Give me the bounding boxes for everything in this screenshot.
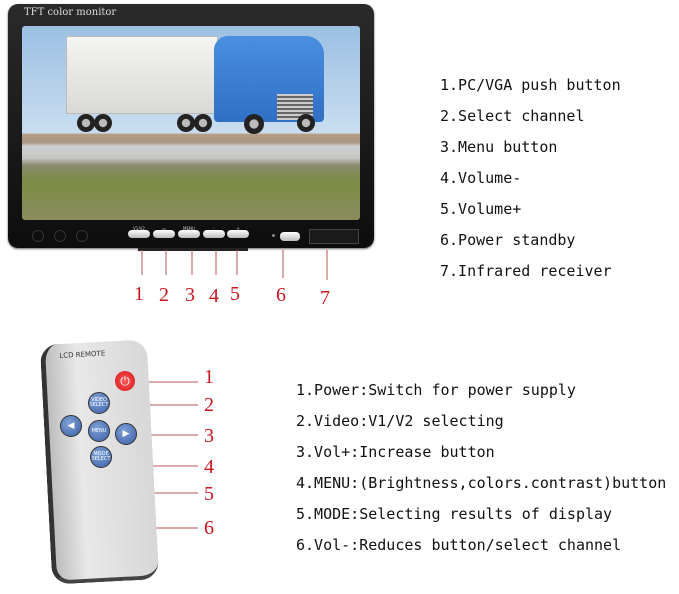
- callout-3: 3: [185, 284, 195, 306]
- button-label: MENU: [183, 226, 195, 231]
- monitor-stand: [138, 248, 248, 251]
- feature-item: 4.Volume-: [440, 169, 522, 187]
- left-arrow-icon: ◀: [67, 420, 75, 431]
- volume-down-button[interactable]: -: [203, 226, 225, 238]
- feature-item: 1.Power:Switch for power supply: [296, 381, 576, 399]
- wheel: [94, 114, 112, 132]
- wheel: [177, 114, 195, 132]
- select-channel-button[interactable]: ▭: [153, 226, 175, 238]
- feature-item: 3.Vol+:Increase button: [296, 443, 495, 461]
- button-label: MODE SELECT: [91, 451, 111, 462]
- callout-6: 6: [276, 284, 286, 306]
- remote-label: LCD REMOTE: [59, 349, 106, 360]
- remote-feature-list: 1.Power:Switch for power supply 2.Video:…: [296, 375, 666, 561]
- button-label: -: [213, 226, 215, 231]
- infrared-receiver: [309, 229, 359, 244]
- feature-item: 1.PC/VGA push button: [440, 76, 621, 94]
- remote-callout-3: 3: [204, 425, 214, 447]
- mode-select-button[interactable]: MODE SELECT: [90, 446, 112, 468]
- volume-up-button[interactable]: +: [227, 226, 249, 238]
- speaker-hole: [32, 230, 44, 242]
- button-label: V1/V2: [133, 226, 145, 231]
- feature-item: 5.MODE:Selecting results of display: [296, 505, 613, 523]
- wheel: [297, 114, 315, 132]
- speaker-hole: [54, 230, 66, 242]
- wheel: [244, 114, 264, 134]
- callout-7: 7: [320, 287, 330, 309]
- feature-item: 6.Vol-:Reduces button/select channel: [296, 536, 622, 554]
- remote-callout-5: 5: [204, 483, 214, 505]
- right-arrow-icon: ▶: [122, 428, 130, 439]
- button-label: VIDEO SELECT: [89, 397, 109, 408]
- monitor-button-row: V1/V2 ▭ MENU - +: [128, 226, 258, 240]
- monitor-screen: [22, 26, 360, 220]
- remote-callout-1: 1: [204, 366, 214, 388]
- monitor-feature-list: 1.PC/VGA push button 2.Select channel 3.…: [440, 70, 621, 287]
- v1v2-button[interactable]: V1/V2: [128, 226, 150, 238]
- wheel: [194, 114, 212, 132]
- feature-item: 6.Power standby: [440, 231, 576, 249]
- video-select-button[interactable]: VIDEO SELECT: [88, 392, 110, 414]
- speaker-hole: [76, 230, 88, 242]
- button-label: +: [236, 226, 240, 231]
- button-label: ▭: [162, 226, 166, 231]
- power-standby-button[interactable]: [280, 232, 300, 241]
- feature-item: 3.Menu button: [440, 138, 558, 156]
- menu-button[interactable]: MENU: [178, 226, 200, 238]
- tft-monitor: TFT color monitor V1/V2 ▭ MENU - +: [8, 4, 374, 248]
- remote-callout-4: 4: [204, 456, 214, 478]
- truck-trailer: [66, 36, 218, 114]
- vol-up-button[interactable]: ▶: [115, 423, 137, 445]
- feature-item: 2.Select channel: [440, 107, 585, 125]
- callout-1: 1: [134, 283, 144, 305]
- feature-item: 5.Volume+: [440, 200, 522, 218]
- power-icon: ⏻: [120, 374, 130, 388]
- standby-led: [272, 234, 275, 237]
- callout-2: 2: [159, 284, 169, 306]
- menu-button-remote[interactable]: MENU: [88, 420, 110, 442]
- wheel: [77, 114, 95, 132]
- feature-item: 7.Infrared receiver: [440, 262, 612, 280]
- feature-item: 4.MENU:(Brightness,colors.contrast)butto…: [296, 474, 667, 492]
- remote-callout-6: 6: [204, 517, 214, 539]
- button-label: MENU: [91, 427, 107, 434]
- remote-callout-2: 2: [204, 394, 214, 416]
- monitor-title: TFT color monitor: [24, 7, 117, 18]
- feature-item: 2.Video:V1/V2 selecting: [296, 412, 504, 430]
- callout-4: 4: [209, 285, 219, 307]
- vol-down-button[interactable]: ◀: [60, 415, 82, 437]
- power-button[interactable]: ⏻: [115, 371, 135, 391]
- callout-5: 5: [230, 283, 240, 305]
